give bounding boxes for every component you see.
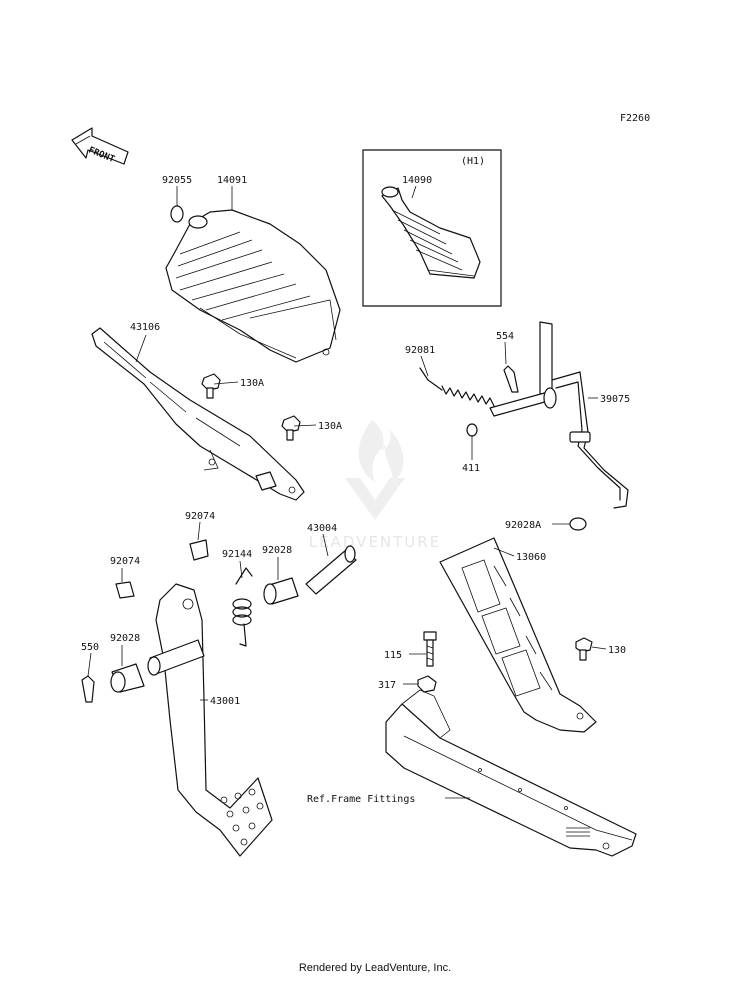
part-label: 115 [384,650,402,661]
part-label: 130A [240,378,264,389]
front-arrow-icon [71,127,129,165]
spring-92081 [419,367,495,407]
washer-411 [466,423,478,437]
watermark-logo [345,420,405,520]
bolt-115 [423,631,437,667]
part-label: 92074 [110,556,140,567]
part-label: 317 [378,680,396,691]
cotter-pin-554 [503,365,519,393]
pedal-arm-43001 [147,583,273,857]
bushing-92028-upper [263,577,299,605]
part-label: 39075 [600,394,630,405]
cotter-pin-550 [81,675,95,703]
part-labels: 92055 14091 14090 43106 130A 130A 92081 … [81,175,630,805]
bolt-130 [575,637,593,661]
part-label: 13060 [516,552,546,563]
part-label: 130A [318,421,342,432]
pedal-pad-studs [220,788,264,846]
spring-92144 [232,567,253,647]
part-label: 92028 [110,633,140,644]
diagram-code: F2260 [620,113,650,124]
part-label: 43106 [130,322,160,333]
bolt-130a-2 [281,415,301,441]
part-label: 43001 [210,696,240,707]
bushing-92028-lower [110,663,145,693]
boot-14090 [381,186,481,279]
part-label: 411 [462,463,480,474]
part-label: Ref.Frame Fittings [307,794,415,805]
part-label: 14091 [217,175,247,186]
part-label: 130 [608,645,626,656]
part-label: 554 [496,331,514,342]
part-label: 43004 [307,523,337,534]
lever-43106 [91,327,305,501]
watermark-text: LEADVENTURE [309,533,441,551]
part-label: 14090 [402,175,432,186]
oring-92055 [170,205,184,223]
part-label: 92081 [405,345,435,356]
frame-bracket [385,689,637,857]
part-label: 92055 [162,175,192,186]
leader-lines [87,185,607,799]
bushing-92028a [569,517,587,531]
shaft-39075 [489,321,629,509]
part-label: 92028A [505,520,541,531]
pedal-13060 [439,537,597,733]
bolt-130a-1 [201,373,221,399]
footer-credit: Rendered by LeadVenture, Inc. [298,962,452,974]
part-label: 92028 [262,545,292,556]
bushing-92074-upper [189,539,209,561]
nut-317 [417,675,437,693]
pin-43004 [305,545,357,595]
part-label: 92144 [222,549,252,560]
bushing-92074-lower [115,581,135,599]
part-label: 550 [81,642,99,653]
inset-box [362,149,502,307]
part-label: 92074 [185,511,215,522]
boot-14091 [165,209,341,363]
inset-variant-label: (H1) [461,156,485,167]
